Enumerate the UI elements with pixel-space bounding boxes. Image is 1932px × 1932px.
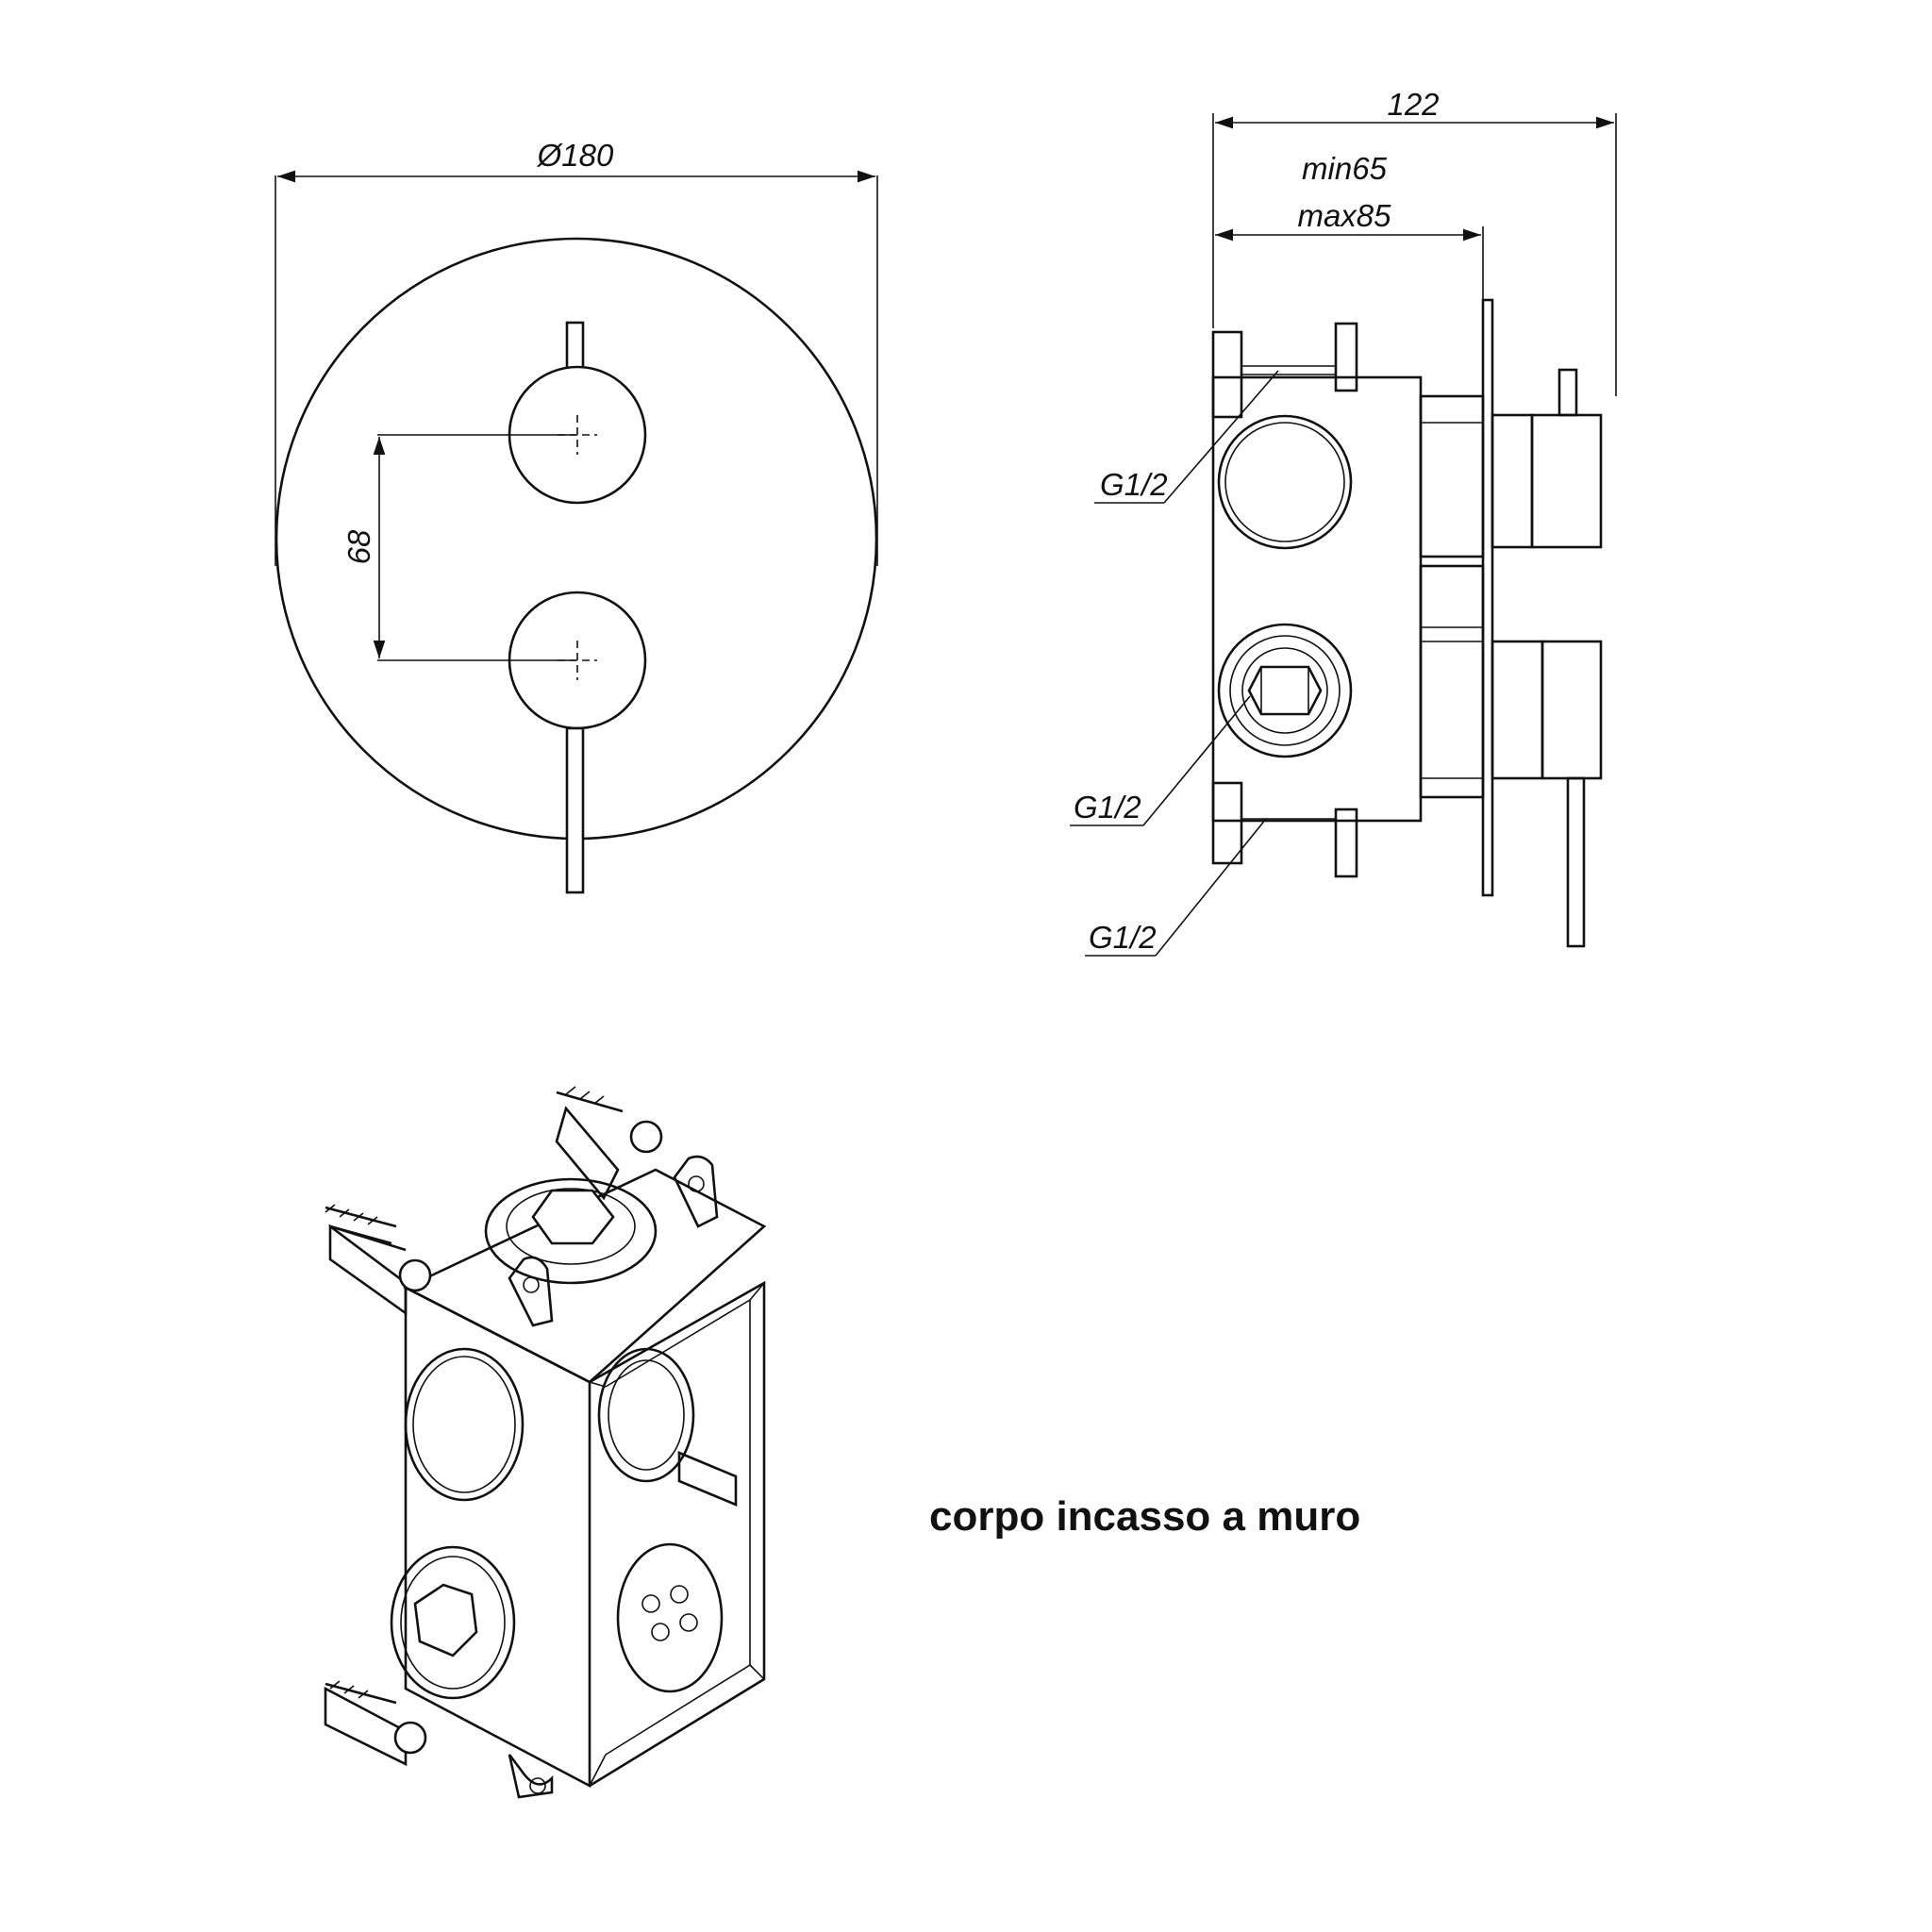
connection-leader-bottom: G1/2 xyxy=(1085,818,1267,957)
iso-top-nut xyxy=(484,1177,658,1285)
iso-bracket-top-right xyxy=(555,1086,663,1201)
depth-min-label: min65 xyxy=(1302,151,1388,186)
side-view: 122 min65 max85 xyxy=(1070,87,1617,957)
iso-tab-top xyxy=(673,1155,719,1228)
caption: corpo incasso a muro xyxy=(929,1493,1360,1540)
diameter-dimension: Ø180 xyxy=(275,138,878,566)
wall-plate xyxy=(1481,298,1494,897)
total-depth-dimension: 122 xyxy=(1212,87,1617,396)
upper-handle xyxy=(508,321,647,505)
depth-max-label: max85 xyxy=(1297,198,1391,233)
diameter-label: Ø180 xyxy=(537,138,614,173)
spacing-dimension: 68 xyxy=(341,434,575,661)
side-upper-handle xyxy=(1491,368,1603,549)
connection-leader-top: G1/2 xyxy=(1094,370,1279,504)
iso-bracket-top-left xyxy=(325,1204,432,1316)
spacing-label: 68 xyxy=(341,529,376,564)
valve-body xyxy=(1211,322,1485,878)
side-lower-handle xyxy=(1491,640,1603,948)
connection-label-middle: G1/2 xyxy=(1074,790,1141,824)
installation-depth-dimension: min65 max85 xyxy=(1215,151,1484,302)
connection-label-bottom: G1/2 xyxy=(1089,920,1157,955)
iso-tab-bottom xyxy=(508,1754,554,1799)
connection-leader-middle: G1/2 xyxy=(1070,695,1251,826)
isometric-view xyxy=(324,1086,767,1799)
iso-tab-mid xyxy=(508,1256,554,1327)
total-depth-label: 122 xyxy=(1387,87,1439,122)
connection-label-top: G1/2 xyxy=(1100,467,1168,502)
iso-bracket-bottom-left xyxy=(324,1680,427,1767)
lower-handle xyxy=(508,591,647,894)
iso-body xyxy=(390,1168,767,1789)
front-view: Ø180 68 xyxy=(275,138,878,894)
